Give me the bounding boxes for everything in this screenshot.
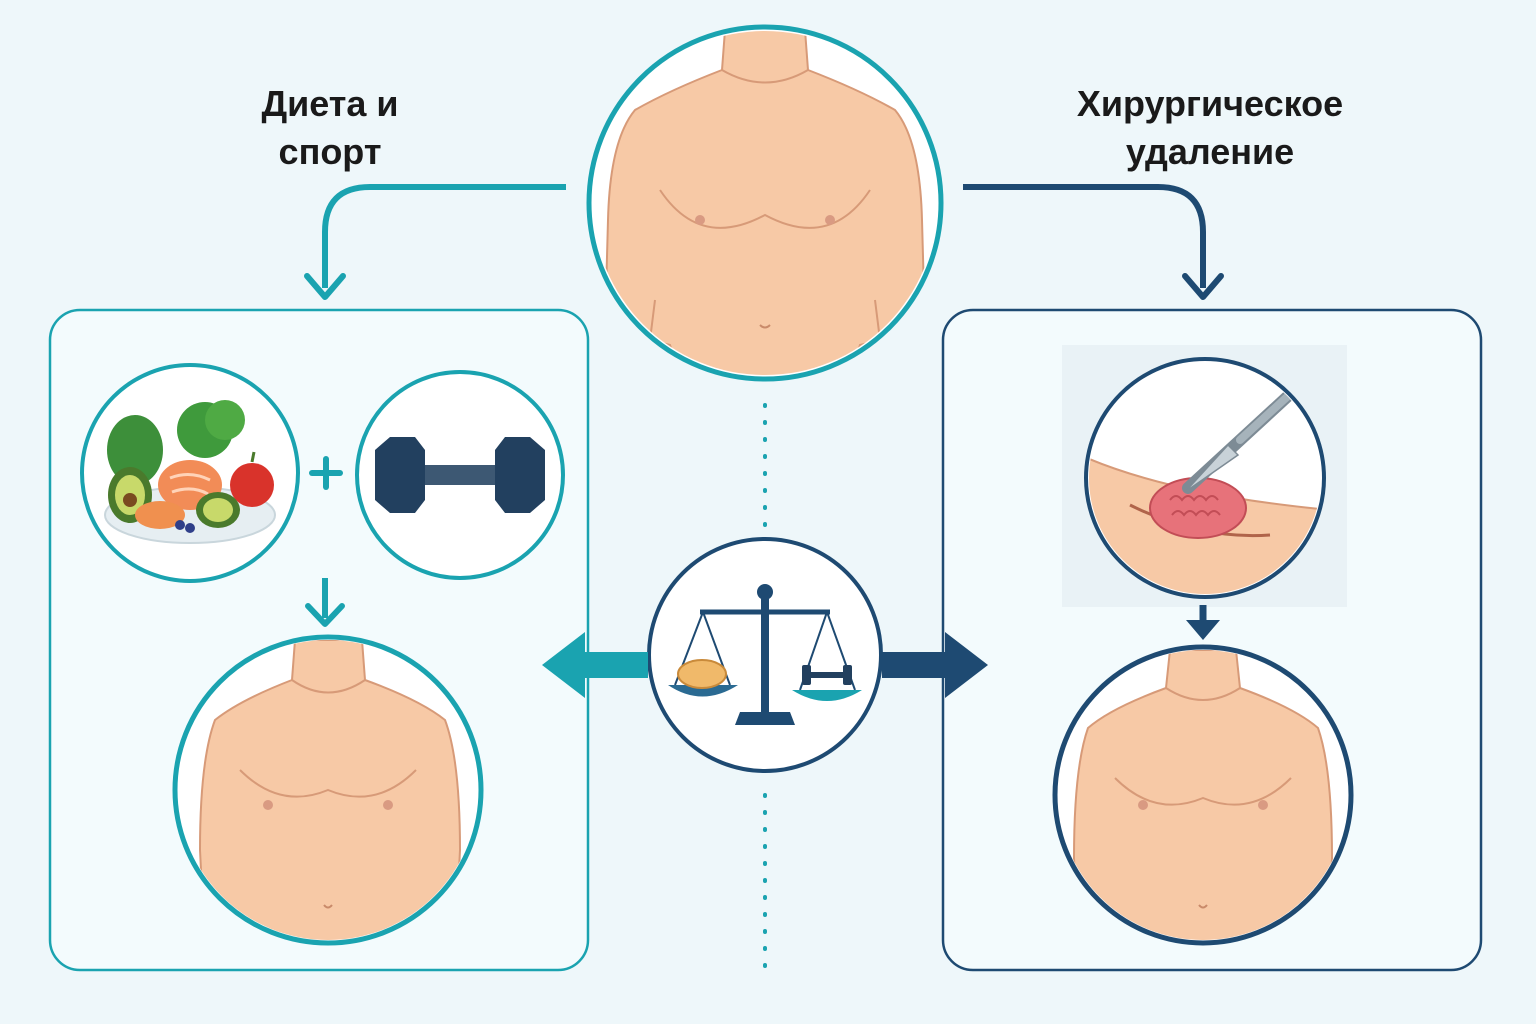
left-path-title-line1: Диета и — [261, 83, 399, 124]
arrow-left-icon — [542, 632, 648, 698]
fit-torso-left-icon — [172, 634, 484, 946]
right-path-title-line1: Хирургическое — [1076, 83, 1344, 124]
fit-torso-right-icon — [1052, 644, 1354, 946]
arrow-down-right-icon — [1186, 605, 1220, 640]
plus-icon — [309, 456, 343, 490]
arrow-left-path-icon — [304, 184, 566, 300]
dumbbell-icon — [355, 370, 565, 580]
right-path-title: Хирургическое удаление — [1010, 80, 1410, 176]
balance-scale-icon — [647, 537, 883, 773]
arrow-right-path-icon — [963, 184, 1224, 300]
arrow-right-icon — [882, 632, 988, 698]
chubby-torso-icon — [586, 24, 944, 382]
arrow-down-left-icon — [305, 578, 345, 627]
left-path-title: Диета и спорт — [200, 80, 460, 176]
scalpel-surgery-icon — [1062, 345, 1347, 607]
right-path-title-line2: удаление — [1125, 131, 1295, 172]
food-plate-icon — [80, 363, 300, 583]
left-path-title-line2: спорт — [278, 131, 382, 172]
